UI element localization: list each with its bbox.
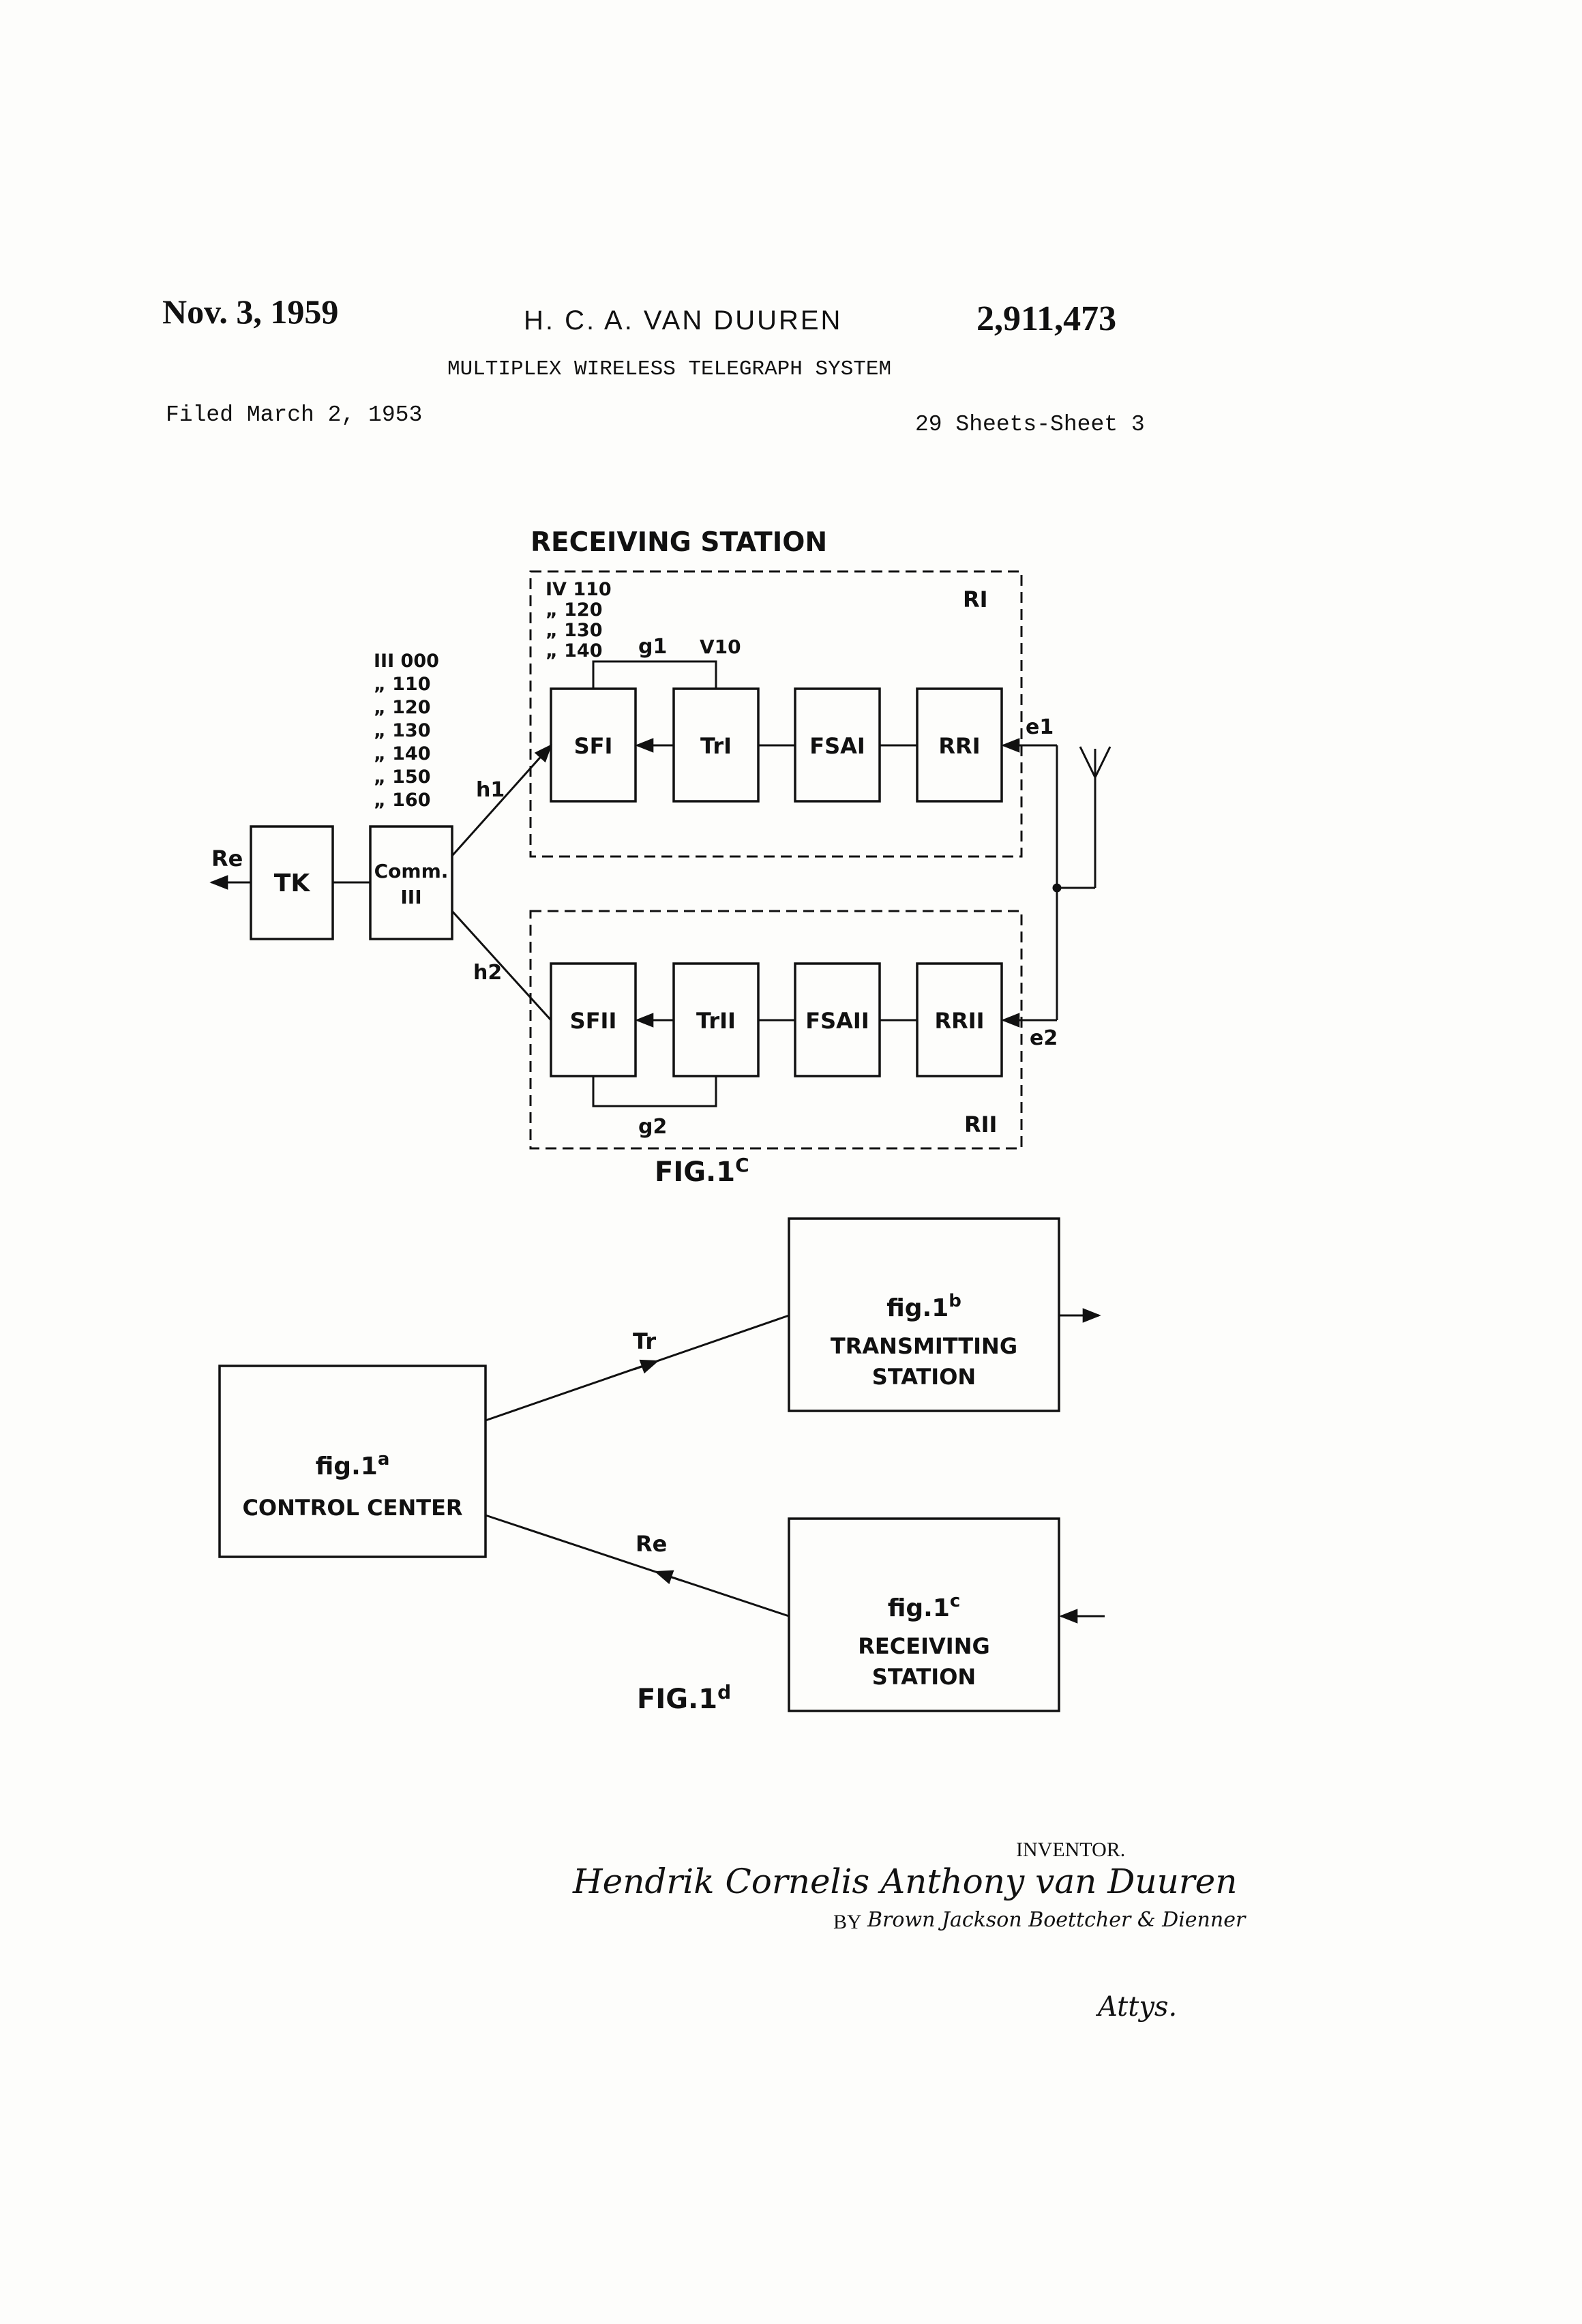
tr-label: Tr: [633, 1328, 656, 1354]
block-fsaii-label: FSAII: [805, 1008, 869, 1034]
receiving-ref: fig.1c: [888, 1591, 961, 1622]
h1-label: h1: [476, 778, 505, 802]
group-rii-enclosure: [529, 910, 1023, 1150]
patent-title: MULTIPLEX WIRELESS TELEGRAPH SYSTEM: [447, 357, 892, 381]
g2-label: g2: [638, 1115, 667, 1139]
fig1d-caption: FIG.1d: [637, 1681, 731, 1715]
re-label: Re: [636, 1531, 667, 1557]
fig1d-receiving-box: [788, 1517, 1060, 1712]
block-comm: [369, 825, 453, 940]
inventor-heading: INVENTOR.: [1016, 1838, 1126, 1861]
iv-item-3: „ 130: [546, 620, 603, 641]
iii-item-3: „ 120: [374, 697, 431, 718]
fig1c-heading: RECEIVING STATION: [531, 527, 827, 558]
control-center-label: CONTROL CENTER: [242, 1495, 462, 1521]
by-label: BY: [833, 1911, 862, 1933]
block-rri-label: RRI: [938, 733, 980, 759]
block-fsai-label: FSAI: [809, 733, 865, 759]
block-tri-label: TrI: [700, 733, 732, 759]
iii-item-4: „ 130: [374, 720, 431, 741]
fig1d-control-center-box: [218, 1365, 487, 1558]
block-sfii-label: SFII: [570, 1008, 617, 1034]
transmitting-ref: fig.1b: [886, 1291, 961, 1322]
fig1c-caption: FIG.1C: [655, 1154, 749, 1188]
sheet-number: 29 Sheets-Sheet 3: [915, 412, 1145, 437]
iv-item-4: „ 140: [546, 640, 603, 661]
attys-signature: Attys.: [1098, 1991, 1178, 2023]
block-sfi-label: SFI: [574, 733, 613, 759]
transmitting-label-1: TRANSMITTING: [831, 1333, 1017, 1359]
e1-label: e1: [1026, 715, 1054, 739]
iii-item-1: III 000: [374, 651, 439, 672]
v10-label: V10: [700, 636, 741, 658]
group1-label: RI: [963, 586, 988, 612]
filed-date: Filed March 2, 1953: [166, 402, 423, 428]
inventor-signature: Hendrik Cornelis Anthony van Duuren: [573, 1862, 1238, 1901]
transmitting-label-2: STATION: [872, 1364, 976, 1390]
block-comm-label-1: Comm.: [374, 860, 449, 882]
receiving-label-2: STATION: [872, 1664, 976, 1690]
control-center-ref: fig.1a: [316, 1449, 390, 1480]
iii-item-5: „ 140: [374, 743, 431, 764]
e2-label: e2: [1030, 1026, 1058, 1050]
block-trii-label: TrII: [696, 1008, 736, 1034]
receiving-label-1: RECEIVING: [858, 1633, 989, 1659]
group2-label: RII: [964, 1112, 997, 1137]
iii-item-7: „ 160: [374, 790, 431, 811]
block-tk-label: TK: [274, 869, 311, 897]
re-output-label: Re: [211, 846, 243, 872]
iii-item-6: „ 150: [374, 766, 431, 788]
block-comm-label-2: III: [400, 886, 421, 908]
patent-number: 2,911,473: [976, 299, 1117, 338]
iv-item-1: IV 110: [546, 579, 612, 600]
inventor-name-header: H. C. A. VAN DUUREN: [524, 306, 843, 336]
group-ri-enclosure: [529, 570, 1023, 858]
h2-label: h2: [473, 961, 502, 985]
g1-label: g1: [638, 635, 667, 659]
patent-date: Nov. 3, 1959: [162, 293, 339, 331]
iii-item-2: „ 110: [374, 674, 431, 695]
block-rrii-label: RRII: [934, 1008, 984, 1034]
iv-item-2: „ 120: [546, 599, 603, 621]
attorneys-signature: Brown Jackson Boettcher & Dienner: [867, 1908, 1246, 1932]
